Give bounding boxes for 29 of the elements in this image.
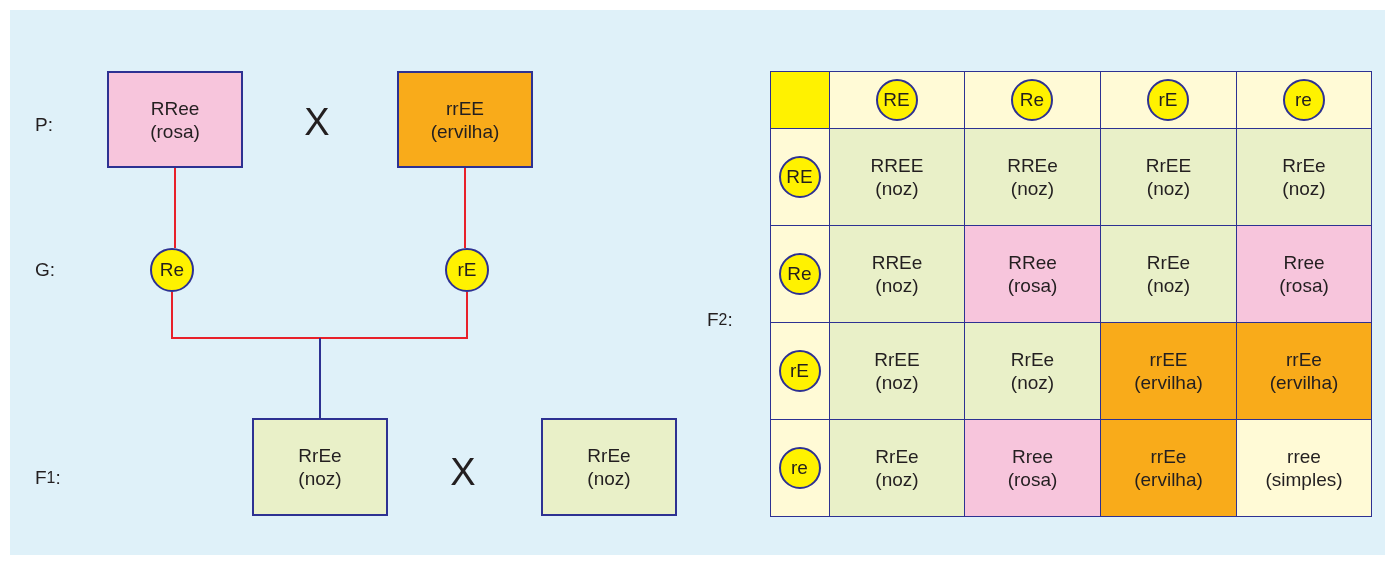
offspring-cell: Rree (rosa) [964,419,1101,517]
connector-line [174,167,176,249]
offspring-cell: RREE (noz) [829,128,965,226]
offspring-cell: RrEe (noz) [964,322,1101,420]
offspring-cell: RrEE (noz) [829,322,965,420]
genotype-box: RRee (rosa) [107,71,243,168]
generation-label: P: [35,113,53,137]
offspring-cell: rrEe (ervilha) [1236,322,1372,420]
cross-symbol: X [303,102,331,142]
offspring-cell: RrEE (noz) [1100,128,1237,226]
connector-line [171,291,321,339]
offspring-cell: RRee (rosa) [964,225,1101,323]
offspring-cell: RrEe (noz) [829,419,965,517]
offspring-cell: RREe (noz) [829,225,965,323]
offspring-cell: RREe (noz) [964,128,1101,226]
cross-symbol: X [449,452,477,492]
offspring-cell: rrEe (ervilha) [1100,419,1237,517]
generation-label: G: [35,258,56,282]
offspring-cell: rree (simples) [1236,419,1372,517]
offspring-cell: RrEe (noz) [1100,225,1237,323]
genotype-box: RrEe (noz) [252,418,388,516]
offspring-cell: Rree (rosa) [1236,225,1372,323]
offspring-cell: RrEe (noz) [1236,128,1372,226]
connector-line [319,291,468,339]
connector-line [319,337,321,419]
offspring-cell: rrEE (ervilha) [1100,322,1237,420]
connector-line [464,167,466,249]
genotype-box: rrEE (ervilha) [397,71,533,168]
genotype-box: RrEe (noz) [541,418,677,516]
